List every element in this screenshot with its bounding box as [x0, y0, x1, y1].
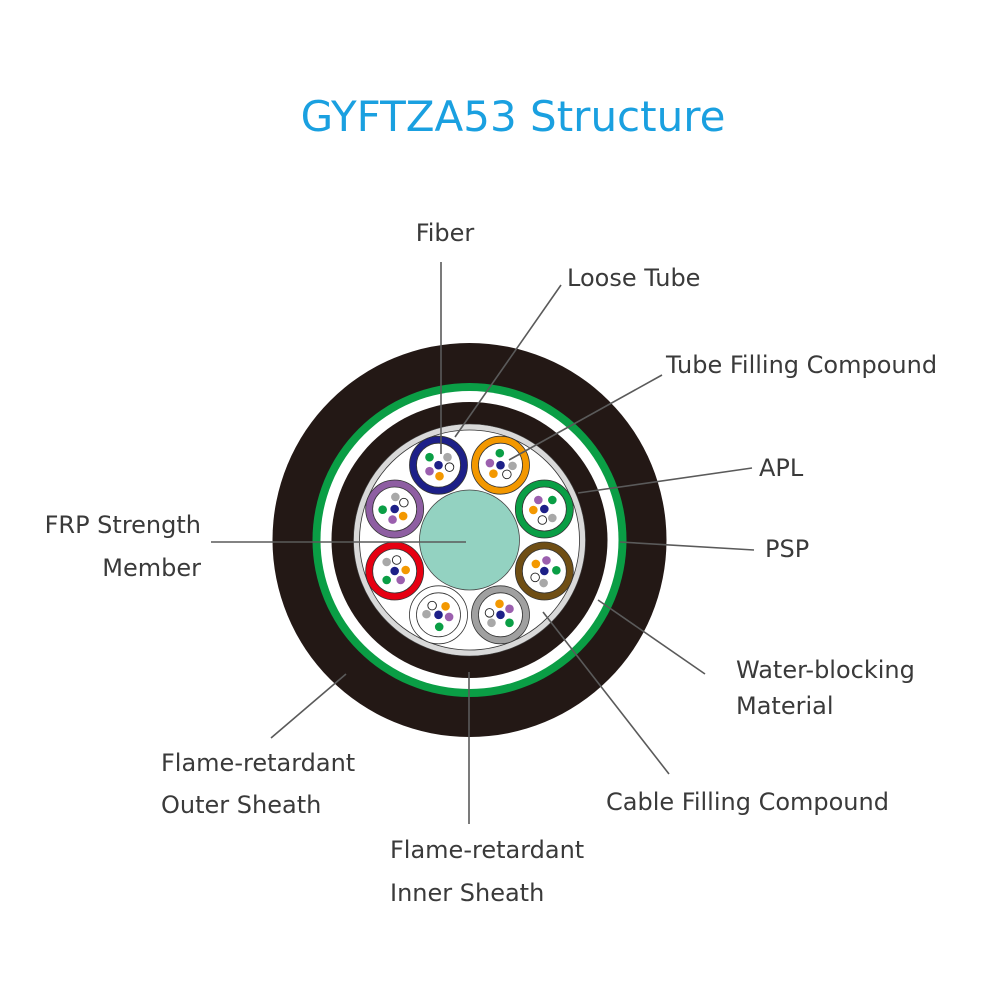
fiber-blue — [496, 610, 505, 620]
fiber-violet — [444, 612, 454, 622]
cable-cross-section — [272, 343, 667, 737]
fiber-green — [552, 565, 561, 575]
loose-tube-orange — [471, 435, 530, 495]
fiber-blue — [434, 460, 443, 470]
fiber-orange — [441, 602, 450, 611]
loose-tube-group — [365, 435, 574, 645]
fiber-gray — [548, 513, 557, 523]
fiber-gray — [508, 461, 517, 471]
fiber-green — [505, 618, 514, 628]
loose-tube-red — [365, 541, 425, 601]
label-tube-filling-compound: Tube Filling Compound — [665, 351, 937, 379]
loose-tube-green — [514, 479, 574, 539]
loose-tube-white — [409, 585, 468, 645]
fiber-orange — [495, 599, 504, 609]
diagram-title: GYFTZA53 Structure — [301, 92, 726, 141]
fiber-green — [378, 505, 387, 515]
label-water-blocking-line2: Material — [736, 692, 834, 720]
label-fiber: Fiber — [416, 219, 475, 247]
fiber-white — [444, 462, 455, 472]
loose-tube-violet — [365, 479, 425, 539]
leader-water-blocking — [597, 599, 706, 675]
fiber-gray — [382, 557, 391, 567]
fiber-green — [382, 575, 391, 585]
label-loose-tube: Loose Tube — [567, 264, 700, 292]
label-apl: APL — [759, 454, 804, 482]
fiber-gray — [391, 492, 400, 502]
fiber-green — [548, 495, 557, 505]
labels: Fiber Loose Tube Tube Filling Compound A… — [45, 219, 937, 907]
frp-strength-member — [419, 489, 520, 591]
leader-loose-tube — [454, 284, 562, 438]
fiber-white — [391, 555, 402, 565]
fiber-violet — [505, 604, 514, 614]
fiber-blue — [540, 566, 549, 576]
fiber-blue — [390, 504, 399, 514]
fiber-orange — [435, 471, 444, 481]
leader-psp — [619, 541, 755, 551]
label-inner-sheath-line1: Flame-retardant — [390, 836, 584, 864]
label-inner-sheath-line2: Inner Sheath — [390, 879, 544, 907]
loose-tube-brown — [514, 541, 574, 601]
fiber-blue — [390, 566, 399, 576]
fiber-orange — [531, 559, 541, 569]
fiber-green — [425, 452, 434, 462]
fiber-violet — [485, 458, 495, 468]
label-water-blocking-line1: Water-blocking — [736, 656, 915, 684]
fiber-green — [434, 622, 444, 632]
label-outer-sheath-line2: Outer Sheath — [161, 791, 321, 819]
fiber-violet — [396, 575, 405, 585]
fiber-violet — [425, 466, 434, 476]
fiber-white — [399, 497, 409, 508]
fiber-blue — [540, 504, 549, 514]
fiber-gray — [443, 452, 452, 462]
leader-apl — [577, 467, 753, 494]
fiber-blue — [496, 460, 505, 470]
label-cable-filling-compound: Cable Filling Compound — [606, 788, 889, 816]
fiber-gray — [539, 578, 548, 588]
fiber-gray — [487, 618, 496, 628]
leader-cable-filling — [542, 611, 670, 775]
fiber-violet — [542, 556, 551, 565]
fiber-orange — [398, 511, 408, 521]
leader-tube-filling — [508, 374, 663, 461]
fiber-white — [502, 469, 512, 480]
label-outer-sheath-line1: Flame-retardant — [161, 749, 355, 777]
label-frp-line1: FRP Strength — [45, 511, 201, 539]
fiber-gray — [422, 609, 431, 619]
fiber-white — [537, 515, 548, 525]
label-psp: PSP — [765, 535, 809, 563]
leader-lines — [211, 262, 755, 824]
leader-outer-sheath — [270, 673, 347, 739]
fiber-orange — [401, 565, 410, 575]
fiber-white — [427, 600, 437, 611]
label-frp-line2: Member — [102, 554, 201, 582]
fiber-orange — [529, 505, 538, 515]
fiber-orange — [489, 469, 498, 478]
fiber-blue — [434, 610, 443, 620]
loose-tube-blue — [409, 435, 468, 495]
loose-tube-gray — [471, 585, 530, 645]
fiber-violet — [534, 495, 543, 505]
fiber-white — [484, 608, 495, 618]
fiber-green — [495, 448, 505, 458]
fiber-violet — [388, 515, 397, 524]
fiber-white — [530, 572, 540, 583]
